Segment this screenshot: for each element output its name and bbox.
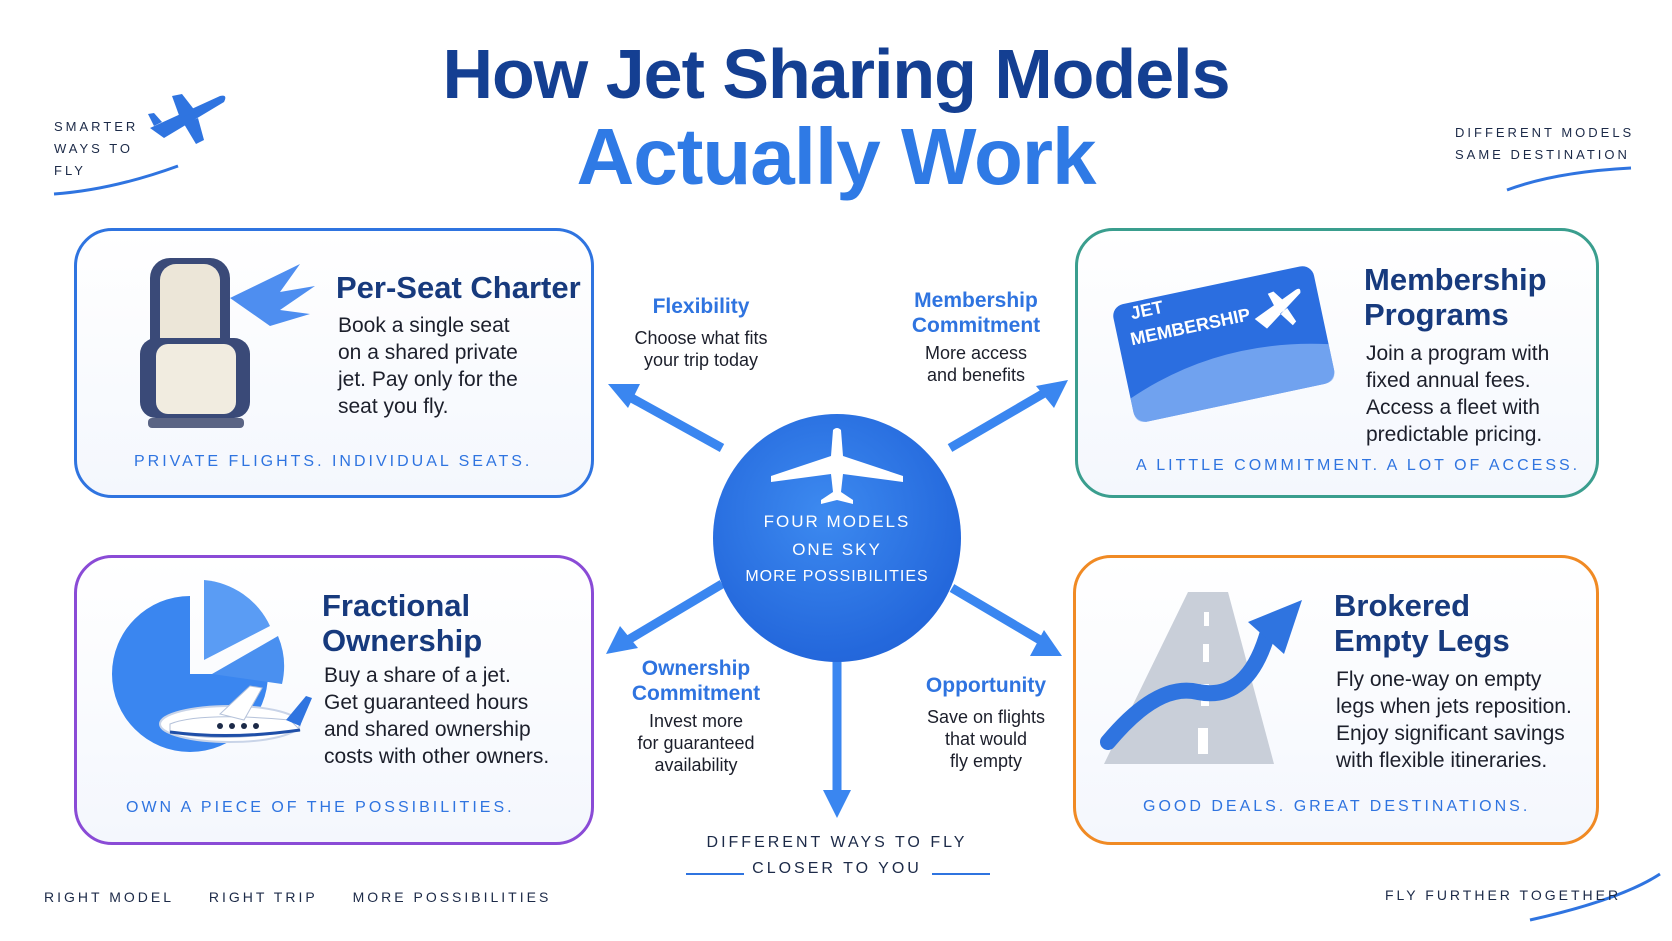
- title-line: Ownership: [641, 657, 751, 680]
- card-tagline: PRIVATE FLIGHTS. INDIVIDUAL SEATS.: [134, 453, 533, 470]
- airplane-icon: [148, 94, 226, 144]
- card-description: Book a single seat on a shared private j…: [338, 312, 518, 420]
- swoosh-decoration: [1506, 166, 1632, 192]
- arrow-down: [823, 660, 851, 818]
- corner-tl-line: FLY: [54, 163, 86, 178]
- card-tagline: OWN A PIECE OF THE POSSIBILITIES.: [126, 799, 515, 816]
- desc-line: on a shared private: [338, 341, 518, 364]
- corner-tl-line: WAYS TO: [54, 141, 134, 156]
- title-line: Commitment: [631, 682, 761, 705]
- desc-line: and shared ownership: [324, 718, 531, 741]
- swoosh-decoration: [53, 164, 179, 196]
- hub-text-line: MORE POSSIBILITIES: [745, 568, 929, 585]
- desc-line: Fly one-way on empty: [1336, 668, 1542, 691]
- desc-line: for guaranteed: [637, 733, 755, 753]
- spoke-ownership-commitment: Ownership Commitment Invest more for gua…: [616, 656, 776, 776]
- title-line: Programs: [1364, 297, 1509, 332]
- desc-line: Choose what fits: [634, 328, 768, 348]
- title-line: Membership: [914, 289, 1038, 312]
- title-line: Fractional: [322, 588, 471, 623]
- bottom-center-caption-2: CLOSER TO YOU: [752, 860, 922, 877]
- card-tagline: GOOD DEALS. GREAT DESTINATIONS.: [1143, 798, 1531, 815]
- desc-line: Enjoy significant savings: [1336, 722, 1565, 745]
- desc-line: Access a fleet with: [1366, 396, 1540, 419]
- desc-line: that would: [944, 729, 1028, 749]
- card-tagline: A LITTLE COMMITMENT. A LOT OF ACCESS.: [1136, 457, 1581, 474]
- desc-line: your trip today: [643, 350, 759, 370]
- desc-line: seat you fly.: [338, 395, 449, 418]
- desc-line: availability: [654, 755, 738, 775]
- spoke-description: More access and benefits: [896, 342, 1056, 386]
- arrow-up-left: [608, 384, 725, 452]
- spoke-title: Opportunity: [925, 674, 1047, 697]
- swoosh-decoration: [1529, 872, 1661, 922]
- card-title: Fractional Ownership: [322, 588, 482, 658]
- hub-text-line: FOUR MODELS: [763, 512, 911, 531]
- corner-bl-item: RIGHT MODEL: [44, 889, 174, 905]
- title-line: Membership: [1364, 262, 1547, 297]
- spoke-title: Membership Commitment: [896, 288, 1056, 338]
- corner-tr-line: DIFFERENT MODELS: [1455, 125, 1635, 140]
- arrow-down-right: [949, 584, 1062, 656]
- desc-line: jet. Pay only for the: [338, 368, 518, 391]
- membership-card-icon: JET MEMBERSHIP: [1113, 266, 1335, 422]
- spoke-membership-commitment: Membership Commitment More access and be…: [896, 288, 1056, 386]
- desc-line: costs with other owners.: [324, 745, 550, 768]
- desc-line: fixed annual fees.: [1366, 369, 1531, 392]
- card-description: Join a program with fixed annual fees. A…: [1366, 340, 1549, 448]
- spoke-title: Flexibility: [652, 295, 750, 318]
- title-line: Commitment: [911, 314, 1041, 337]
- desc-line: Buy a share of a jet.: [324, 664, 511, 687]
- card-description: Fly one-way on empty legs when jets repo…: [1336, 666, 1572, 774]
- spoke-opportunity: Opportunity Save on flights that would f…: [906, 673, 1066, 772]
- hub-circle: FOUR MODELS ONE SKY MORE POSSIBILITIES: [713, 414, 961, 662]
- desc-line: Get guaranteed hours: [324, 691, 529, 714]
- desc-line: with flexible itineraries.: [1336, 749, 1548, 772]
- spoke-title: Ownership Commitment: [616, 656, 776, 706]
- corner-tagline-top-right: DIFFERENT MODELS SAME DESTINATION: [1455, 122, 1634, 166]
- card-description: Buy a share of a jet. Get guaranteed hou…: [324, 662, 549, 770]
- desc-line: fly empty: [949, 751, 1023, 771]
- arrow-up-right: [947, 380, 1068, 452]
- desc-line: predictable pricing.: [1366, 423, 1543, 446]
- title-line: Brokered: [1334, 588, 1471, 623]
- pie-jet-icon: [112, 580, 312, 752]
- spoke-description: Invest more for guaranteed availability: [616, 710, 776, 776]
- card-title: Brokered Empty Legs: [1334, 588, 1510, 658]
- corner-tr-line: SAME DESTINATION: [1455, 147, 1630, 162]
- corner-tagline-bottom-right: FLY FURTHER TOGETHER: [1385, 887, 1622, 903]
- title-line: Empty Legs: [1334, 623, 1510, 658]
- arrow-down-left: [606, 580, 725, 654]
- corner-bl-item: RIGHT TRIP: [208, 889, 318, 905]
- spoke-description: Choose what fits your trip today: [616, 327, 786, 371]
- desc-line: Join a program with: [1366, 342, 1550, 365]
- card-title: Membership Programs: [1364, 262, 1547, 332]
- spoke-flexibility: Flexibility Choose what fits your trip t…: [616, 294, 786, 371]
- corner-tagline-top-left: SMARTER WAYS TO FLY: [54, 116, 174, 182]
- page-title-line-1: How Jet Sharing Models: [442, 35, 1231, 113]
- title-line: Ownership: [322, 623, 483, 658]
- card-title: Per-Seat Charter: [336, 270, 581, 305]
- hub-text-line: ONE SKY: [792, 540, 882, 559]
- desc-line: and benefits: [926, 365, 1026, 385]
- corner-bl-item: MORE POSSIBILITIES: [352, 889, 552, 905]
- page-title-line-2: Actually Work: [576, 112, 1097, 201]
- bottom-center-caption-1: DIFFERENT WAYS TO FLY: [706, 834, 968, 851]
- desc-line: Save on flights: [926, 707, 1046, 727]
- spoke-description: Save on flights that would fly empty: [906, 706, 1066, 772]
- corner-tagline-bottom-left: RIGHT MODEL RIGHT TRIP MORE POSSIBILITIE…: [44, 886, 579, 908]
- desc-line: Invest more: [648, 711, 744, 731]
- desc-line: legs when jets reposition.: [1336, 695, 1572, 718]
- seat-icon: [140, 258, 315, 428]
- runway-arrow-icon: [1100, 592, 1302, 764]
- corner-tl-line: SMARTER: [54, 119, 139, 134]
- airplane-icon: [771, 428, 903, 504]
- desc-line: More access: [924, 343, 1028, 363]
- desc-line: Book a single seat: [338, 314, 510, 337]
